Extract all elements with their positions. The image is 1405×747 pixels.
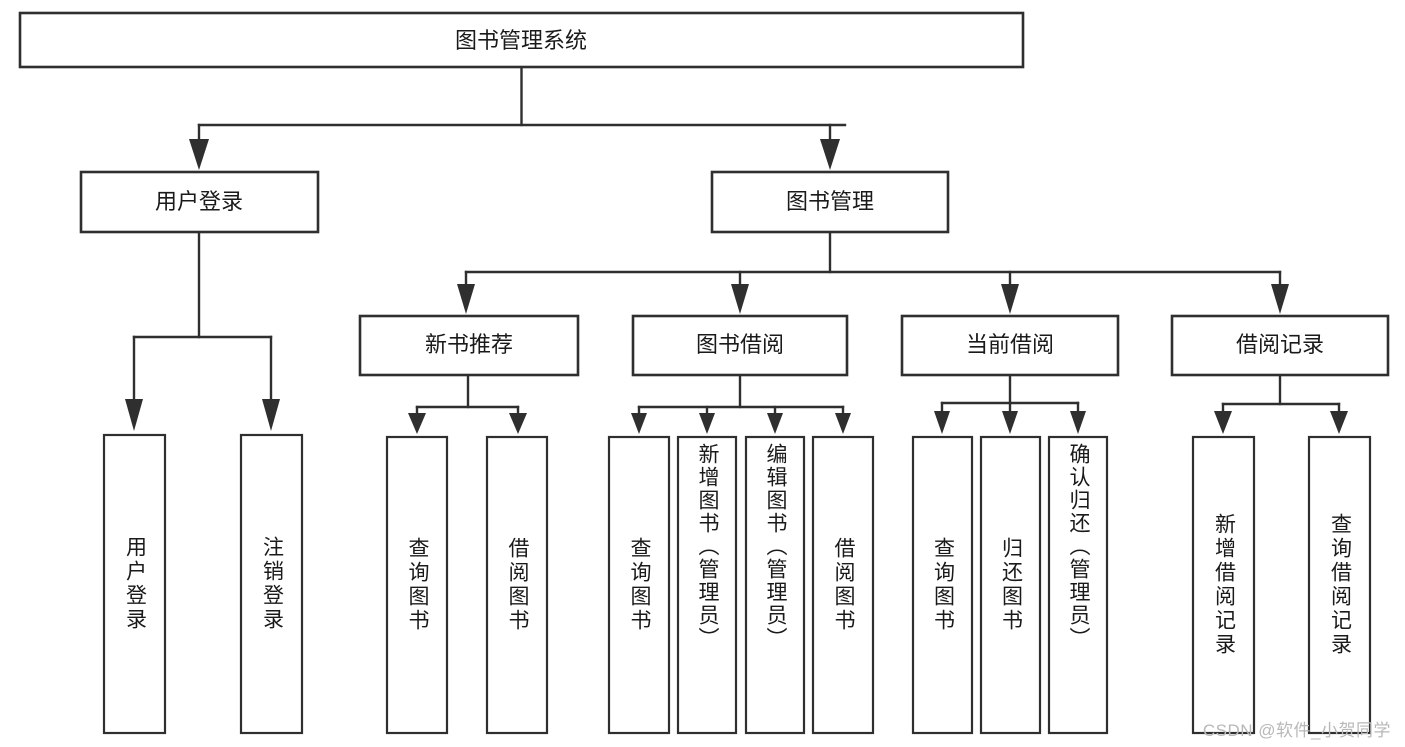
node-book-management[interactable]: 图书管理: [710, 170, 950, 234]
node-leaf-borrow-book-2[interactable]: 借阅图书: [811, 435, 875, 735]
node-leaf-query-book-3[interactable]: 查询图书: [911, 435, 974, 735]
node-leaf-logout-login[interactable]: 注销登录: [239, 433, 304, 735]
leaf-user-login-label: 用户登录: [123, 536, 147, 632]
node-user-login-label: 用户登录: [155, 189, 243, 214]
arrow-to-book-borrow: [731, 284, 749, 314]
arrow-to-borrow-record: [1271, 284, 1289, 314]
node-borrow-record[interactable]: 借阅记录: [1170, 314, 1390, 377]
node-user-login[interactable]: 用户登录: [79, 170, 320, 234]
leaf-add-record-label: 新增借阅记录: [1212, 513, 1236, 657]
node-leaf-query-book-1[interactable]: 查询图书: [385, 435, 449, 735]
leaf-confirm-return-label: 确认归还（管理员）: [1067, 443, 1090, 650]
arrow-to-leaf-query-book-3: [934, 411, 950, 434]
leaf-borrow-book-2-label: 借阅图书: [832, 537, 855, 633]
arrow-to-leaf-confirm-return: [1070, 411, 1086, 434]
node-book-management-label: 图书管理: [786, 189, 874, 214]
node-leaf-confirm-return[interactable]: 确认归还（管理员）: [1047, 435, 1109, 735]
node-borrow-record-label: 借阅记录: [1236, 332, 1324, 357]
leaf-query-book-1-label: 查询图书: [406, 537, 429, 633]
node-leaf-edit-book[interactable]: 编辑图书（管理员）: [744, 435, 806, 735]
leaf-return-book-label: 归还图书: [999, 537, 1023, 633]
arrow-to-leaf-user-login: [125, 399, 143, 431]
arrow-to-leaf-query-book-2: [631, 413, 647, 434]
node-leaf-return-book[interactable]: 归还图书: [979, 435, 1042, 735]
node-book-borrow[interactable]: 图书借阅: [631, 314, 849, 377]
node-leaf-query-record[interactable]: 查询借阅记录: [1307, 435, 1372, 735]
arrow-to-current-borrow: [1001, 284, 1019, 314]
leaf-borrow-book-1-label: 借阅图书: [506, 537, 529, 633]
leaf-logout-login-label: 注销登录: [260, 536, 284, 632]
node-book-borrow-label: 图书借阅: [696, 332, 784, 357]
arrow-to-user-login: [189, 139, 209, 170]
node-leaf-add-record[interactable]: 新增借阅记录: [1191, 435, 1256, 735]
arrow-to-new-book-recommend: [457, 284, 475, 314]
arrow-to-leaf-add-record: [1214, 411, 1232, 434]
node-leaf-user-login[interactable]: 用户登录: [102, 433, 167, 735]
leaf-edit-book-label: 编辑图书（管理员）: [764, 443, 787, 650]
leaf-query-record-label: 查询借阅记录: [1328, 513, 1352, 657]
leaf-query-book-3-label: 查询图书: [931, 537, 955, 633]
arrow-to-leaf-return-book: [1002, 411, 1018, 434]
arrow-to-leaf-query-book-1: [408, 413, 426, 434]
node-root-label: 图书管理系统: [455, 28, 587, 53]
node-leaf-query-book-2[interactable]: 查询图书: [607, 435, 671, 735]
arrow-to-book-management: [820, 139, 840, 170]
arrow-to-leaf-logout-login: [262, 399, 280, 431]
node-current-borrow-label: 当前借阅: [966, 332, 1054, 357]
arrow-to-leaf-borrow-book-2: [835, 413, 851, 434]
leaf-add-book-label: 新增图书（管理员）: [696, 443, 719, 650]
arrow-to-leaf-add-book: [699, 413, 715, 434]
node-new-book-recommend[interactable]: 新书推荐: [358, 314, 580, 377]
node-leaf-borrow-book-1[interactable]: 借阅图书: [485, 435, 549, 735]
node-current-borrow[interactable]: 当前借阅: [900, 314, 1120, 377]
arrow-to-leaf-borrow-book-1: [509, 413, 527, 434]
node-leaf-add-book[interactable]: 新增图书（管理员）: [676, 435, 738, 735]
arrow-to-leaf-query-record: [1330, 411, 1348, 434]
node-root[interactable]: 图书管理系统: [18, 11, 1025, 69]
arrow-to-leaf-edit-book: [767, 413, 783, 434]
node-new-book-recommend-label: 新书推荐: [425, 332, 513, 357]
leaf-query-book-2-label: 查询图书: [628, 537, 651, 633]
edges-layer: [125, 65, 1348, 434]
